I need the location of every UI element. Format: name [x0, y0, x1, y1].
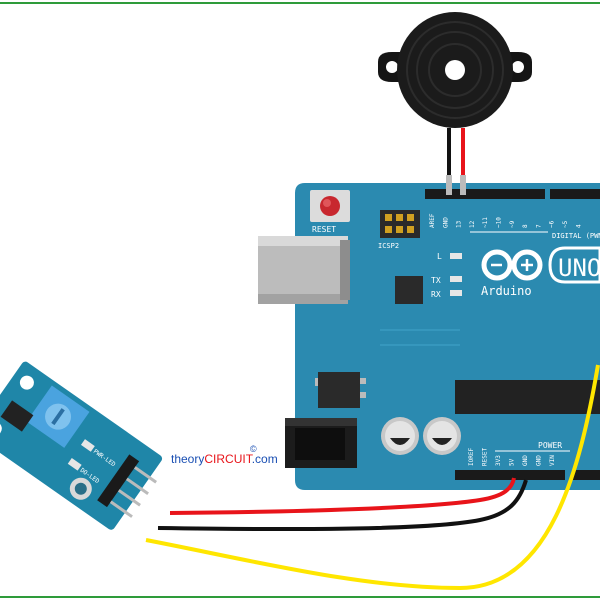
uno-label: UNO — [558, 254, 600, 282]
sensor-pin-header — [97, 454, 140, 508]
pin-label: AREF — [429, 213, 436, 228]
led-rx — [450, 290, 462, 296]
pin-label: 13 — [456, 220, 463, 228]
led-l-label: L — [437, 252, 442, 261]
pin-label: 12 — [469, 220, 476, 228]
watermark-text: theoryCIRCUIT.com — [171, 452, 278, 466]
comparator-chip — [0, 400, 34, 432]
usb-chip — [395, 276, 423, 304]
led-rx-label: RX — [431, 290, 441, 299]
dc-power-jack — [285, 418, 357, 468]
usb-port — [258, 236, 350, 304]
pin-label: GND — [442, 217, 449, 228]
reset-button — [310, 190, 350, 222]
pin-label: ~11 — [482, 217, 489, 228]
copyright-symbol: © — [250, 444, 257, 454]
do-led — [67, 458, 82, 471]
pwr-led — [80, 439, 95, 452]
piezo-buzzer — [378, 12, 532, 128]
digital-header — [425, 189, 600, 199]
arduino-uno-board: RESET ICSP2 AREF GND 13 12 ~11 ~10 ~9 8 7 ~6 ~5 4 D… — [258, 183, 600, 490]
power-header — [455, 470, 600, 480]
icsp2-header — [380, 210, 420, 238]
pin-label: ~5 — [562, 220, 569, 228]
digital-pin-labels: AREF GND 13 12 ~11 ~10 ~9 8 7 ~6 ~5 4 — [429, 213, 582, 228]
pin-label: GND — [522, 455, 529, 466]
pin-label: 3V3 — [495, 455, 502, 466]
watermark-prefix: theory — [171, 452, 204, 466]
pin-label: 5V — [509, 458, 516, 466]
pin-label: VIN — [549, 455, 556, 466]
wire-yellow-signal — [145, 364, 600, 591]
pin-label: ~9 — [509, 220, 516, 228]
capacitor-1 — [381, 417, 419, 455]
pin-label: 8 — [522, 224, 529, 228]
pin-label: IOREF — [468, 448, 475, 466]
capacitor-2 — [423, 417, 461, 455]
watermark: theoryCIRCUIT.com © — [171, 444, 278, 466]
pin-label: 7 — [535, 224, 542, 228]
sensor-module: PWR-LED DO-LED — [0, 361, 163, 530]
power-pin-labels: IOREF RESET 3V3 5V GND GND VIN — [468, 448, 556, 466]
watermark-suffix: .com — [252, 452, 278, 466]
icsp2-label: ICSP2 — [378, 242, 399, 250]
arduino-logo — [481, 249, 543, 281]
potentiometer — [26, 385, 90, 448]
led-tx-label: TX — [431, 276, 441, 285]
reset-label: RESET — [312, 225, 336, 234]
led-l — [450, 253, 462, 259]
pin-label: GND — [536, 455, 543, 466]
pin-label: RESET — [482, 448, 489, 466]
wire-black-gnd — [157, 479, 528, 532]
uno-badge: UNO — [548, 246, 600, 284]
voltage-regulator — [315, 372, 366, 408]
digital-label: DIGITAL (PWM~) — [552, 232, 600, 240]
led-tx — [450, 276, 462, 282]
watermark-highlight: CIRCUIT — [204, 452, 253, 466]
atmega-chip — [455, 380, 600, 414]
power-label: POWER — [538, 441, 562, 450]
wire-red-5v — [169, 477, 516, 515]
pin-label: ~10 — [496, 217, 503, 228]
arduino-brand: Arduino — [481, 284, 532, 298]
pin-label: ~6 — [549, 220, 556, 228]
pin-label: 4 — [575, 224, 582, 228]
